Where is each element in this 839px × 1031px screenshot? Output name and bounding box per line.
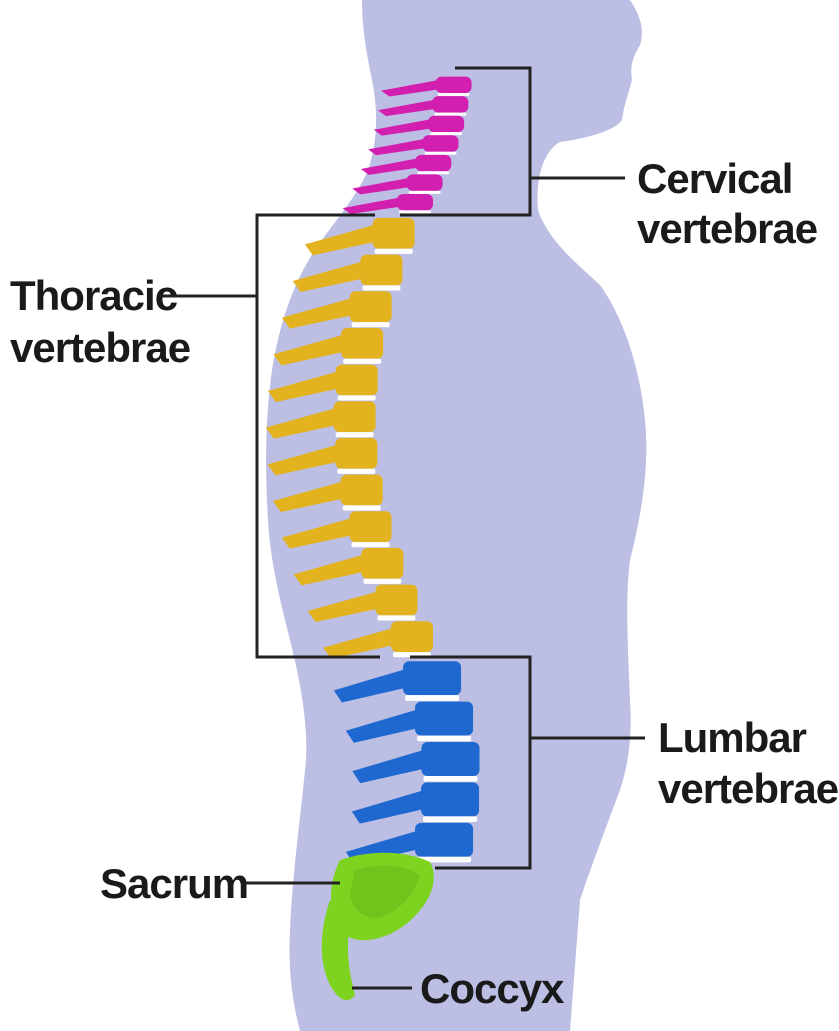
thoracic-label-line1: Thoracic xyxy=(10,272,178,319)
thoracic-vertebral-body xyxy=(350,291,392,322)
cervical-label-line2: vertebrae xyxy=(637,205,817,252)
lumbar-label-line1: Lumbar xyxy=(658,714,807,761)
intervertebral-disc xyxy=(430,132,462,135)
lumbar-vertebral-body xyxy=(403,661,461,695)
intervertebral-disc xyxy=(417,736,471,742)
intervertebral-disc xyxy=(362,285,400,290)
intervertebral-disc xyxy=(377,615,415,620)
intervertebral-disc xyxy=(352,542,390,547)
intervertebral-disc xyxy=(338,395,376,400)
intervertebral-disc xyxy=(424,776,478,782)
intervertebral-disc xyxy=(352,322,390,327)
intervertebral-disc xyxy=(417,171,449,174)
thoracic-vertebral-body xyxy=(375,585,417,616)
cervical-label-line1: Cervical xyxy=(637,155,792,202)
thoracic-vertebral-body xyxy=(391,621,433,652)
thoracic-vertebral-body xyxy=(335,438,377,469)
cervical-vertebral-body xyxy=(423,135,459,151)
intervertebral-disc xyxy=(423,816,477,822)
thoracic-vertebral-body xyxy=(360,255,402,286)
body-silhouette xyxy=(266,0,646,1031)
intervertebral-disc xyxy=(336,432,374,437)
lumbar-vertebral-body xyxy=(422,742,480,776)
intervertebral-disc xyxy=(343,505,381,510)
coccyx-label: Coccyx xyxy=(420,965,565,1012)
sacrum-label: Sacrum xyxy=(100,860,248,907)
thoracic-vertebral-body xyxy=(341,475,383,506)
lumbar-vertebral-body xyxy=(421,782,479,816)
intervertebral-disc xyxy=(337,469,375,474)
cervical-vertebral-body xyxy=(436,77,472,93)
thoracic-vertebral-body xyxy=(361,548,403,579)
intervertebral-disc xyxy=(434,113,466,116)
thoracic-label-line2: vertebrae xyxy=(10,324,190,371)
thoracic-vertebral-body xyxy=(373,218,415,249)
thoracic-vertebral-body xyxy=(334,401,376,432)
cervical-vertebral-body xyxy=(428,116,464,132)
intervertebral-disc xyxy=(363,579,401,584)
cervical-vertebral-body xyxy=(407,174,443,190)
thoracic-vertebral-body xyxy=(350,511,392,542)
cervical-vertebral-body xyxy=(415,155,451,171)
lumbar-label-line2: vertebrae xyxy=(658,765,838,812)
lumbar-vertebral-body xyxy=(415,823,473,857)
thoracic-vertebral-body xyxy=(336,365,378,396)
intervertebral-disc xyxy=(399,210,431,213)
intervertebral-disc xyxy=(343,359,381,364)
lumbar-vertebral-body xyxy=(415,702,473,736)
thoracic-vertebral-body xyxy=(341,328,383,359)
intervertebral-disc xyxy=(375,249,413,254)
intervertebral-disc xyxy=(405,695,459,701)
intervertebral-disc xyxy=(409,191,441,194)
intervertebral-disc xyxy=(438,93,470,96)
intervertebral-disc xyxy=(425,152,457,155)
cervical-vertebral-body xyxy=(432,96,468,112)
cervical-vertebral-body xyxy=(397,194,433,210)
